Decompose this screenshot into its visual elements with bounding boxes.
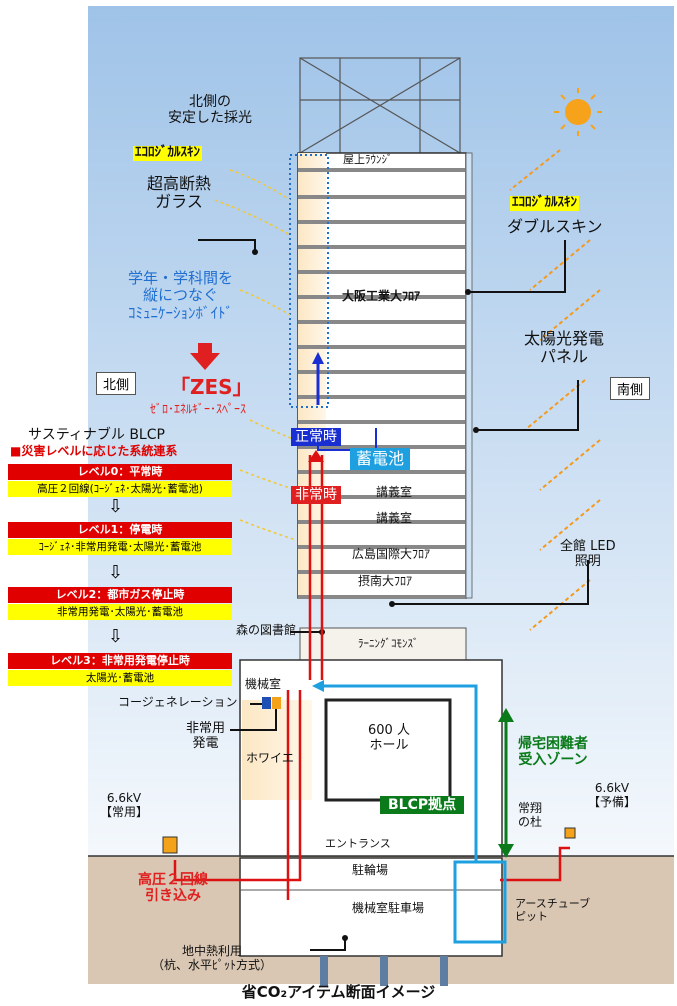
evacuation-label: 帰宅困難者 受入ゾーン bbox=[518, 736, 588, 769]
room-library: 森の図書館 bbox=[236, 623, 297, 637]
room-hiroshima: 広島国際大ﾌﾛｱ bbox=[352, 547, 431, 561]
leader-led bbox=[390, 560, 589, 605]
north-light-label: 北側の 安定した採光 bbox=[168, 94, 252, 127]
rooftop-frame bbox=[299, 57, 461, 154]
leader-geo bbox=[310, 940, 346, 951]
zes-arrow bbox=[190, 343, 220, 370]
room-learning: ﾗｰﾆﾝｸﾞｺﾓﾝｽﾞ bbox=[358, 637, 419, 650]
room-rooftop: 屋上ﾗｳﾝｼﾞ bbox=[343, 153, 393, 166]
room-entrance: エントランス bbox=[325, 837, 391, 850]
piles bbox=[320, 956, 448, 986]
down-arrow-icon: ⇩ bbox=[108, 562, 124, 583]
blcp-base-badge: BLCP拠点 bbox=[380, 796, 465, 815]
hall-box bbox=[324, 698, 452, 802]
leader-solar bbox=[474, 380, 579, 431]
down-arrow-icon: ⇩ bbox=[108, 496, 124, 517]
leader-gen bbox=[230, 708, 277, 731]
solar-panel-label: 太陽光発電 パネル bbox=[524, 329, 605, 367]
kv-normal-label: 6.6kV 【常用】 bbox=[100, 791, 149, 819]
room-parking: 機械室駐車場 bbox=[352, 901, 425, 915]
sun-icon bbox=[554, 88, 602, 136]
down-arrow-icon: ⇩ bbox=[108, 626, 124, 647]
room-hall: 600 人 ホール bbox=[368, 723, 410, 753]
room-osaka: 大阪工業大ﾌﾛｱ bbox=[342, 289, 421, 303]
floor-slabs bbox=[298, 168, 466, 599]
leader-glass bbox=[198, 239, 256, 250]
basement bbox=[239, 857, 503, 957]
level-1-body: ｺｰｼﾞｪﾈ･非常用発電･太陽光･蓄電池 bbox=[8, 539, 232, 555]
battery-badge: 蓄電池 bbox=[350, 448, 411, 471]
geothermal-label: 地中熱利用 （杭、水平ﾋﾟｯﾄ方式） bbox=[152, 944, 273, 972]
forest-label: 常翔 の杜 bbox=[518, 801, 543, 829]
hv-line-label: 高圧２回線 引き込み bbox=[138, 872, 208, 905]
caption: 省CO₂アイテム断面イメージ bbox=[241, 983, 436, 1001]
emergency-badge: 非常時 bbox=[291, 486, 341, 505]
transformer-normal bbox=[162, 836, 178, 854]
double-skin-label: ダブルスキン bbox=[507, 217, 603, 236]
normal-time-badge: 正常時 bbox=[291, 428, 341, 447]
super-glass-label: 超高断熱 ガラス bbox=[147, 174, 212, 212]
emergency-gen-label: 非常用 発電 bbox=[186, 721, 226, 751]
level-1-head: レベル1：停電時 bbox=[8, 522, 232, 538]
transformer-spare bbox=[564, 827, 576, 839]
led-label: 全館 LED 照明 bbox=[560, 539, 616, 569]
room-lecture-1: 講義室 bbox=[376, 485, 413, 499]
level-2-head: レベル2：都市ガス停止時 bbox=[8, 587, 232, 603]
double-skin bbox=[465, 152, 473, 599]
level-0-body: 高圧２回線(ｺｰｼﾞｪﾈ･太陽光･蓄電池) bbox=[8, 481, 232, 497]
earth-tube-label: アースチューブ ピット bbox=[515, 897, 591, 923]
room-machine: 機械室 bbox=[245, 677, 282, 691]
level-0-head: レベル0：平常時 bbox=[8, 464, 232, 480]
library-floor bbox=[299, 627, 467, 661]
blcp-subtitle: ■災害レベルに応じた系統連系 bbox=[10, 444, 178, 458]
room-foyer: ホワイエ bbox=[246, 751, 294, 765]
void-label: 学年・学科間を 縦につなぐ ｺﾐｭﾆｹｰｼｮﾝﾎﾞｲﾄﾞ bbox=[128, 269, 234, 322]
cogen-units bbox=[262, 697, 281, 709]
eco-skin-right-label: ｴｺﾛｼﾞｶﾙｽｷﾝ bbox=[510, 195, 579, 211]
kv-spare-label: 6.6kV 【予備】 bbox=[588, 781, 637, 809]
south-sun-arrows bbox=[509, 149, 601, 631]
blcp-title: サスティナブル BLCP bbox=[28, 427, 165, 443]
room-lecture-2: 講義室 bbox=[376, 511, 413, 525]
level-2-body: 非常用発電･太陽光･蓄電池 bbox=[8, 604, 232, 620]
room-bicycle: 駐輪場 bbox=[352, 863, 389, 877]
zes-label: 「ZES」 bbox=[170, 375, 253, 399]
north-light-arrows bbox=[214, 169, 297, 541]
level-3-head: レベル3：非常用発電停止時 bbox=[8, 653, 232, 669]
earth-tube bbox=[320, 684, 507, 944]
zes-sub-label: ｾﾞﾛ･ｴﾈﾙｷﾞｰ･ｽﾍﾟｰｽ bbox=[150, 402, 247, 416]
south-side-label: 南側 bbox=[610, 377, 651, 400]
cogen-label: コージェネレーション bbox=[118, 695, 238, 709]
north-side-label: 北側 bbox=[96, 372, 137, 395]
room-setsunan: 摂南大ﾌﾛｱ bbox=[358, 574, 413, 588]
eco-skin-left-label: ｴｺﾛｼﾞｶﾙｽｷﾝ bbox=[133, 145, 202, 161]
level-3-body: 太陽光･蓄電池 bbox=[8, 670, 232, 686]
leader-double-skin bbox=[466, 240, 566, 293]
